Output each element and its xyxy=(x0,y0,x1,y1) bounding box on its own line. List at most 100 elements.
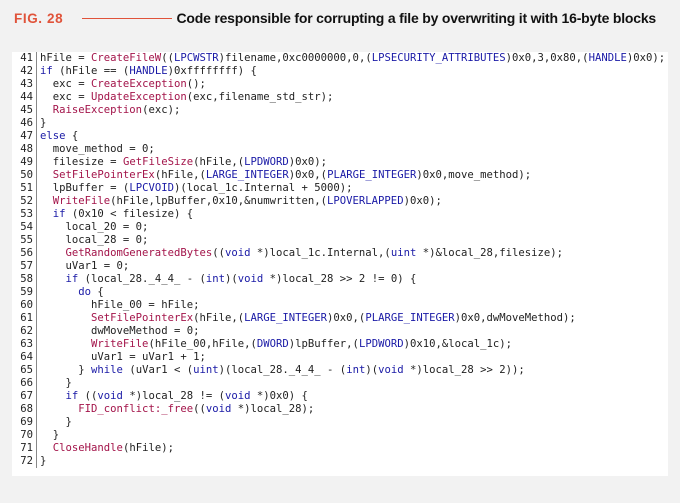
code-line: 56 GetRandomGeneratedBytes((void *)local… xyxy=(12,247,668,260)
code-token: (( xyxy=(78,390,98,402)
code-text: filesize = GetFileSize(hFile,(LPDWORD)0x… xyxy=(37,156,327,169)
code-text: exc = UpdateException(exc,filename_std_s… xyxy=(37,91,334,104)
code-line: 65 } while (uVar1 < (uint)(local_28._4_4… xyxy=(12,364,668,377)
code-token: RaiseException xyxy=(52,104,143,116)
code-text: } xyxy=(37,416,72,429)
code-text: if (0x10 < filesize) { xyxy=(37,208,193,221)
code-token: (exc); xyxy=(142,104,181,116)
code-token: *)local_28); xyxy=(231,403,315,415)
code-text: do { xyxy=(37,286,104,299)
figure-header: FIG. 28 Code responsible for corrupting … xyxy=(14,10,666,30)
code-token: if xyxy=(52,208,66,220)
line-number: 54 xyxy=(12,221,37,234)
code-line: 46} xyxy=(12,117,668,130)
code-text: hFile_00 = hFile; xyxy=(37,299,199,312)
code-token: (hFile,lpBuffer,0x10,&numwritten,( xyxy=(110,195,328,207)
code-token: )0x0); xyxy=(626,52,666,64)
code-text: WriteFile(hFile,lpBuffer,0x10,&numwritte… xyxy=(37,195,442,208)
line-number: 69 xyxy=(12,416,37,429)
code-line: 63 WriteFile(hFile_00,hFile,(DWORD)lpBuf… xyxy=(12,338,668,351)
code-token: void xyxy=(224,247,251,259)
code-token: while xyxy=(91,364,123,376)
code-token: hFile_00 = hFile; xyxy=(91,299,200,311)
code-token: (hFile); xyxy=(122,442,174,454)
code-text: local_20 = 0; xyxy=(37,221,149,234)
code-token: *)local_28 >> 2)); xyxy=(403,364,525,376)
code-token: CreateException xyxy=(91,78,187,90)
code-token: (( xyxy=(212,247,225,259)
code-token: )0x0,( xyxy=(288,169,328,181)
code-token: *)local_28 != ( xyxy=(122,390,225,402)
code-token: )0xffffffff) { xyxy=(167,65,257,77)
code-line: 61 SetFilePointerEx(hFile,(LARGE_INTEGER… xyxy=(12,312,668,325)
code-token: *)local_1c.Internal,( xyxy=(250,247,391,259)
code-text: exc = CreateException(); xyxy=(37,78,206,91)
line-number: 41 xyxy=(12,52,37,65)
code-token: GetFileSize xyxy=(122,156,194,168)
code-token: } xyxy=(65,377,72,389)
code-token: uint xyxy=(193,364,219,376)
code-line: 55 local_28 = 0; xyxy=(12,234,668,247)
code-token: (hFile,( xyxy=(193,312,245,324)
code-text: RaiseException(exc); xyxy=(37,104,181,117)
code-token: )0x0,move_method); xyxy=(416,169,532,181)
code-token: )0x0); xyxy=(288,156,328,168)
code-token: (uVar1 < ( xyxy=(122,364,194,376)
line-number: 45 xyxy=(12,104,37,117)
code-token: (( xyxy=(193,403,206,415)
line-number: 67 xyxy=(12,390,37,403)
code-token: exc = xyxy=(52,78,92,90)
code-text: uVar1 = uVar1 + 1; xyxy=(37,351,206,364)
code-token: else xyxy=(40,130,66,142)
line-number: 50 xyxy=(12,169,37,182)
code-token: void xyxy=(97,390,123,402)
figure-rule xyxy=(82,18,172,19)
code-token: void xyxy=(378,364,404,376)
code-token: { xyxy=(65,130,79,142)
code-text: uVar1 = 0; xyxy=(37,260,130,273)
code-token: WriteFile xyxy=(52,195,111,207)
line-number: 62 xyxy=(12,325,37,338)
code-token: LPCWSTR xyxy=(173,52,219,64)
code-token: } xyxy=(40,117,47,129)
code-token: DWORD xyxy=(256,338,289,350)
line-number: 48 xyxy=(12,143,37,156)
code-line: 64 uVar1 = uVar1 + 1; xyxy=(12,351,668,364)
code-token: int xyxy=(346,364,366,376)
code-line: 69 } xyxy=(12,416,668,429)
code-line: 48 move_method = 0; xyxy=(12,143,668,156)
code-token: )0x0,3,0x80,( xyxy=(505,52,589,64)
code-text: } xyxy=(37,455,46,468)
code-token: uint xyxy=(390,247,417,259)
code-token: (local_28._4_4_ - ( xyxy=(78,273,206,285)
code-line: 43 exc = CreateException(); xyxy=(12,78,668,91)
code-line: 60 hFile_00 = hFile; xyxy=(12,299,668,312)
line-number: 53 xyxy=(12,208,37,221)
code-text: if (local_28._4_4_ - (int)(void *)local_… xyxy=(37,273,417,286)
code-text: } xyxy=(37,429,59,442)
code-line: 59 do { xyxy=(12,286,668,299)
code-line: 66 } xyxy=(12,377,668,390)
code-token: filesize = xyxy=(52,156,123,168)
code-token: LARGE_INTEGER xyxy=(205,169,289,181)
code-text: if ((void *)local_28 != (void *)0x0) { xyxy=(37,390,308,403)
code-token: )filename,0xc0000000,0,( xyxy=(218,52,372,64)
code-text: GetRandomGeneratedBytes((void *)local_1c… xyxy=(37,247,564,260)
code-line: 49 filesize = GetFileSize(hFile,(LPDWORD… xyxy=(12,156,668,169)
code-token: uVar1 = 0; xyxy=(65,260,130,272)
code-token: int xyxy=(205,273,225,285)
line-number: 44 xyxy=(12,91,37,104)
code-token: void xyxy=(225,390,251,402)
line-number: 64 xyxy=(12,351,37,364)
code-token: (hFile,( xyxy=(154,169,206,181)
line-number: 66 xyxy=(12,377,37,390)
code-token: if xyxy=(65,390,79,402)
code-token: move_method = 0; xyxy=(52,143,155,155)
code-text: else { xyxy=(37,130,78,143)
code-token: LPDWORD xyxy=(244,156,289,168)
code-line: 62 dwMoveMethod = 0; xyxy=(12,325,668,338)
code-token: LPOVERLAPPED xyxy=(327,195,404,207)
code-token: *)&local_28,filesize); xyxy=(416,247,564,259)
line-number: 60 xyxy=(12,299,37,312)
